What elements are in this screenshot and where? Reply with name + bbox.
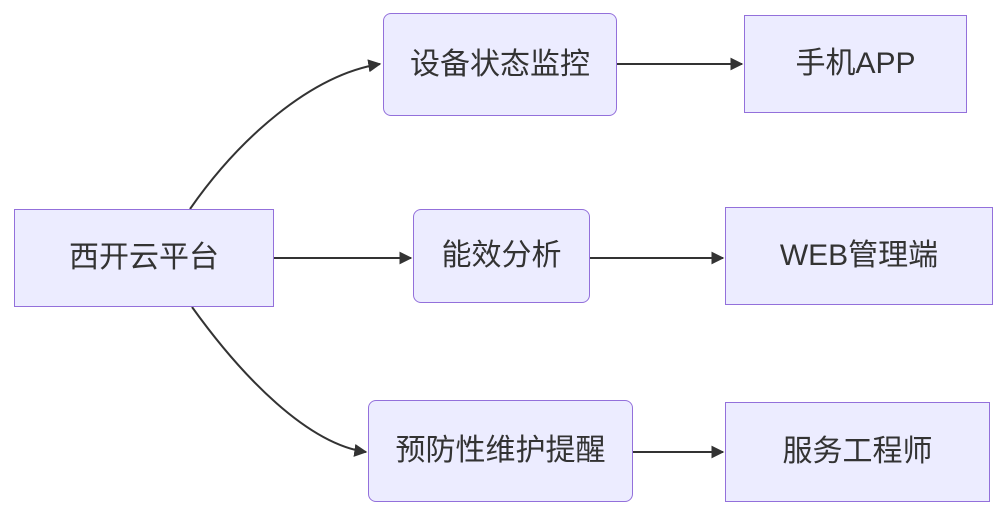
- edge-platform-to-monitoring: [189, 59, 382, 210]
- node-web-admin: WEB管理端: [725, 207, 993, 305]
- node-device-status-monitoring: 设备状态监控: [383, 13, 617, 116]
- node-preventive-maintenance-reminder: 预防性维护提醒: [368, 400, 633, 502]
- node-service-engineer: 服务工程师: [725, 402, 990, 502]
- node-label: 能效分析: [441, 239, 562, 272]
- node-label: 服务工程师: [782, 435, 933, 468]
- node-mobile-app: 手机APP: [744, 15, 967, 113]
- edge-platform-to-maintenance: [191, 306, 368, 457]
- node-label: 设备状态监控: [410, 47, 590, 81]
- node-label: 西开云平台: [69, 241, 219, 274]
- node-label: WEB管理端: [779, 239, 939, 272]
- node-xikai-cloud-platform: 西开云平台: [14, 209, 274, 307]
- node-label: 预防性维护提醒: [395, 434, 606, 467]
- node-label: 手机APP: [795, 47, 916, 80]
- node-energy-analysis: 能效分析: [413, 209, 590, 303]
